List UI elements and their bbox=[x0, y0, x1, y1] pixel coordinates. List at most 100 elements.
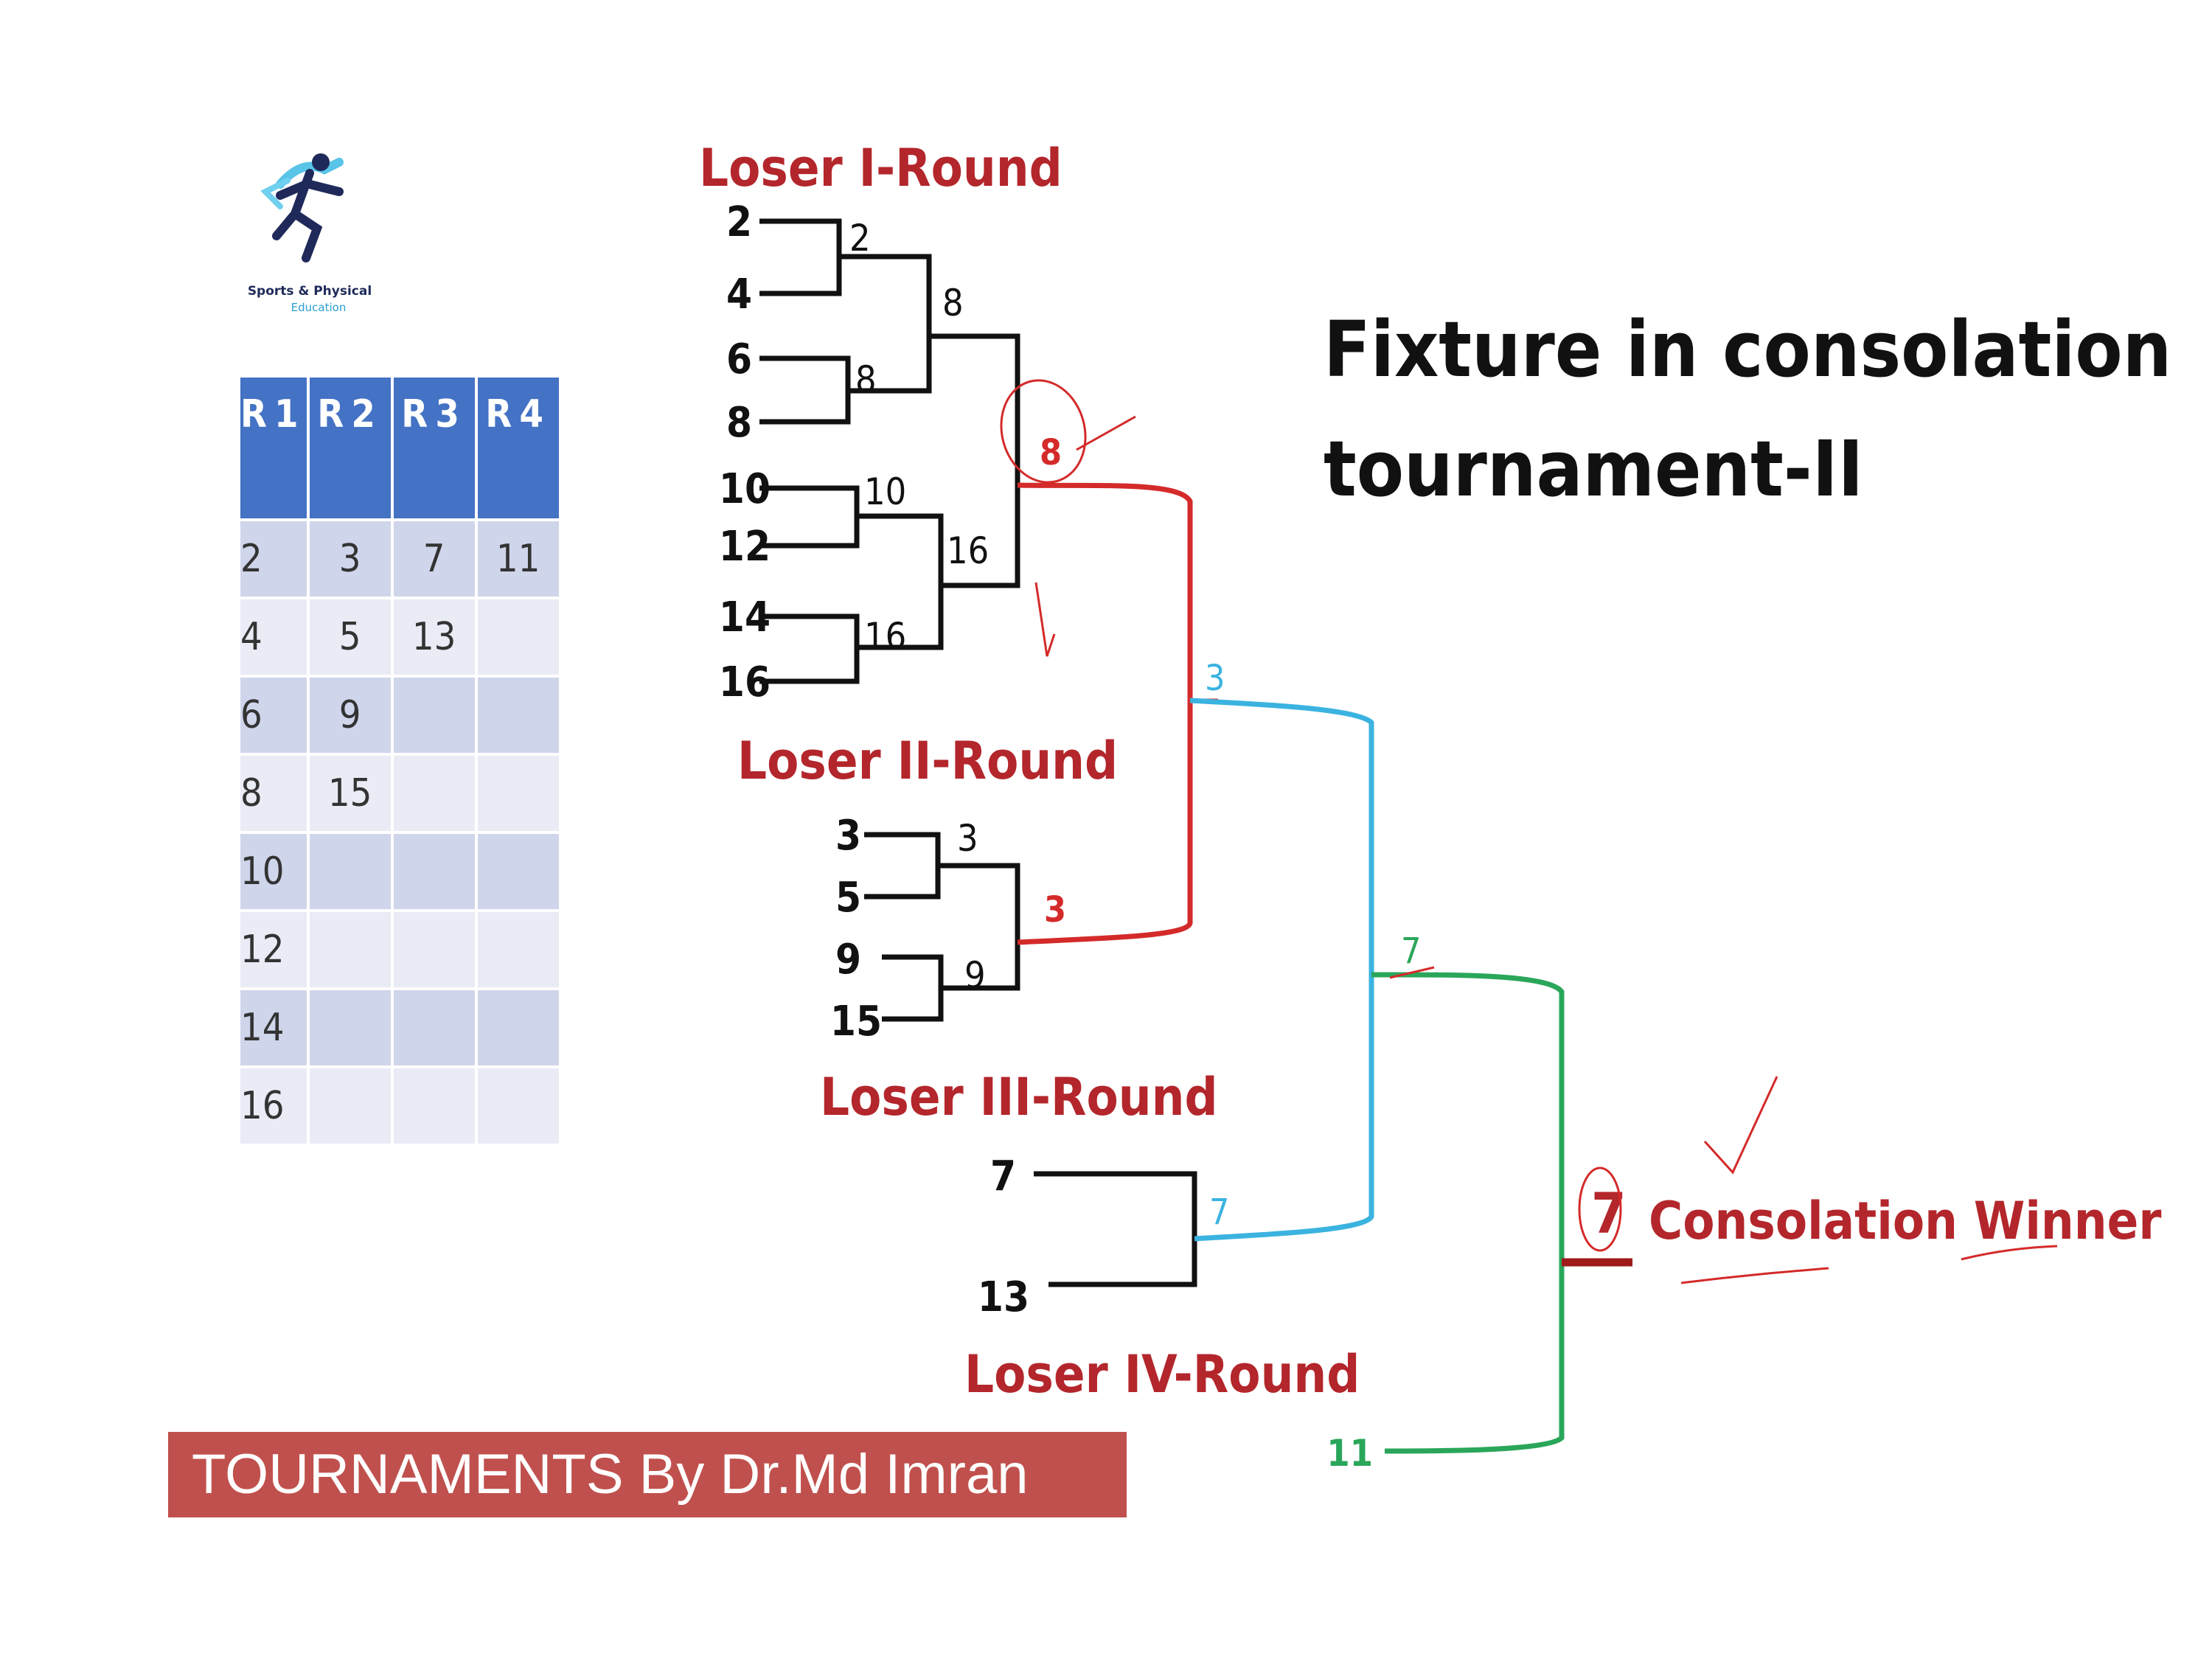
table-cell bbox=[477, 990, 559, 1065]
table-cell bbox=[393, 756, 475, 831]
annotation-checkmark bbox=[1703, 1076, 1778, 1175]
sports-logo: Sports & Physical Education bbox=[248, 153, 372, 314]
header-row: R1 R2 R3 R4 bbox=[240, 378, 559, 518]
entrant-4: 4 bbox=[726, 271, 752, 319]
entrant-2: 2 bbox=[726, 198, 752, 246]
table-cell: 8 bbox=[240, 756, 307, 831]
table-cell bbox=[309, 834, 391, 909]
running-athlete-icon bbox=[260, 153, 344, 262]
table-cell bbox=[477, 599, 559, 675]
table-cell: 6 bbox=[240, 678, 307, 753]
header-r3: R3 bbox=[393, 378, 475, 518]
table-cell bbox=[393, 912, 475, 987]
annotation-tick bbox=[1389, 966, 1435, 979]
champion-label: Consolation Winner bbox=[1649, 1191, 2161, 1251]
table-cell bbox=[477, 912, 559, 987]
annotation-underline bbox=[1961, 1245, 2058, 1261]
table-row: 10 bbox=[240, 834, 559, 909]
rounds-table-body: 2 3 7 11 4 5 13 6 9 8 15 bbox=[240, 521, 559, 1144]
table-cell bbox=[477, 756, 559, 831]
annotation-mark bbox=[1034, 582, 1056, 657]
table-row: 2 3 7 11 bbox=[240, 521, 559, 597]
table-cell bbox=[393, 678, 475, 753]
table-cell: 4 bbox=[240, 599, 307, 675]
table-cell: 10 bbox=[240, 834, 307, 909]
header-r4: R4 bbox=[477, 378, 559, 518]
table-cell bbox=[393, 1068, 475, 1144]
table-cell bbox=[477, 834, 559, 909]
annotation-circle bbox=[1000, 379, 1087, 484]
entrant-9: 9 bbox=[835, 936, 861, 984]
header-r2: R2 bbox=[309, 378, 391, 518]
table-row: 16 bbox=[240, 1068, 559, 1144]
table-cell: 12 bbox=[240, 912, 307, 987]
table-cell bbox=[309, 1068, 391, 1144]
rounds-table-header: R1 R2 R3 R4 bbox=[240, 378, 559, 518]
header-r1: R1 bbox=[240, 378, 307, 518]
logo-text-line1: Sports & Physical bbox=[248, 284, 372, 299]
l2-r1-winner-3: 3 bbox=[957, 817, 978, 860]
footer-banner: TOURNAMENTS By Dr.Md Imran bbox=[168, 1432, 1127, 1517]
logo-text-line2: Education bbox=[291, 301, 347, 314]
table-cell: 13 bbox=[393, 599, 475, 675]
entrant-10: 10 bbox=[719, 465, 771, 513]
table-cell: 2 bbox=[240, 521, 307, 597]
loser-2-winner: 3 bbox=[1044, 889, 1066, 931]
page-title-line1: Fixture in consolation bbox=[1324, 305, 2171, 394]
loser-3-bracket-lines bbox=[1034, 1171, 1197, 1287]
table-row: 6 9 bbox=[240, 678, 559, 753]
entrant-16: 16 bbox=[719, 658, 771, 706]
table-cell bbox=[477, 1068, 559, 1144]
blue-final-winner: 7 bbox=[1401, 931, 1421, 972]
table-cell: 16 bbox=[240, 1068, 307, 1144]
loser-1-winner: 8 bbox=[1040, 432, 1062, 473]
l2-r1-winner-9: 9 bbox=[964, 954, 986, 997]
entrant-12: 12 bbox=[719, 523, 771, 571]
table-cell: 5 bbox=[309, 599, 391, 675]
table-cell: 3 bbox=[309, 521, 391, 597]
table-cell: 14 bbox=[240, 990, 307, 1065]
page-title-line2: tournament-II bbox=[1324, 424, 1863, 514]
table-cell bbox=[393, 834, 475, 909]
round-label-loser-2: Loser II-Round bbox=[737, 731, 1118, 791]
table-row: 14 bbox=[240, 990, 559, 1065]
table-cell bbox=[309, 912, 391, 987]
green-final-bracket bbox=[1371, 972, 1565, 1454]
entrant-15: 15 bbox=[830, 998, 882, 1046]
l1-r1-winner-10: 10 bbox=[864, 470, 906, 513]
entrant-7: 7 bbox=[990, 1152, 1016, 1200]
entrant-13: 13 bbox=[978, 1273, 1029, 1321]
entrant-6: 6 bbox=[726, 335, 752, 383]
entrant-11: 11 bbox=[1326, 1432, 1373, 1475]
rounds-table: R1 R2 R3 R4 2 3 7 11 4 5 13 6 9 bbox=[237, 375, 562, 1147]
table-cell: 11 bbox=[477, 521, 559, 597]
annotation-tick bbox=[1076, 415, 1136, 451]
loser-1-bracket-lines bbox=[759, 218, 1020, 684]
annotation-circle bbox=[1578, 1166, 1622, 1252]
table-cell: 7 bbox=[393, 521, 475, 597]
red-final-winner: 3 bbox=[1205, 658, 1225, 699]
loser-3-winner: 7 bbox=[1209, 1192, 1229, 1233]
loser-2-bracket-lines bbox=[864, 832, 1020, 1022]
l1-r2-winner-16: 16 bbox=[947, 529, 989, 572]
round-label-loser-3: Loser III-Round bbox=[820, 1067, 1218, 1127]
round-label-loser-1: Loser I-Round bbox=[699, 138, 1062, 198]
table-cell bbox=[477, 678, 559, 753]
table-cell bbox=[309, 990, 391, 1065]
l1-r1-winner-8: 8 bbox=[855, 358, 877, 401]
blue-final-bracket bbox=[1189, 698, 1374, 1242]
l1-r1-winner-16: 16 bbox=[864, 615, 906, 658]
annotation-underline bbox=[1680, 1267, 1829, 1284]
table-row: 12 bbox=[240, 912, 559, 987]
round-label-loser-4: Loser IV-Round bbox=[964, 1344, 1360, 1405]
table-cell: 9 bbox=[309, 678, 391, 753]
entrant-8: 8 bbox=[726, 399, 752, 447]
entrant-14: 14 bbox=[719, 594, 771, 641]
red-final-bracket bbox=[1017, 482, 1218, 945]
l1-r1-winner-2: 2 bbox=[849, 217, 871, 260]
table-row: 4 5 13 bbox=[240, 599, 559, 675]
table-row: 8 15 bbox=[240, 756, 559, 831]
entrant-5: 5 bbox=[835, 874, 861, 922]
